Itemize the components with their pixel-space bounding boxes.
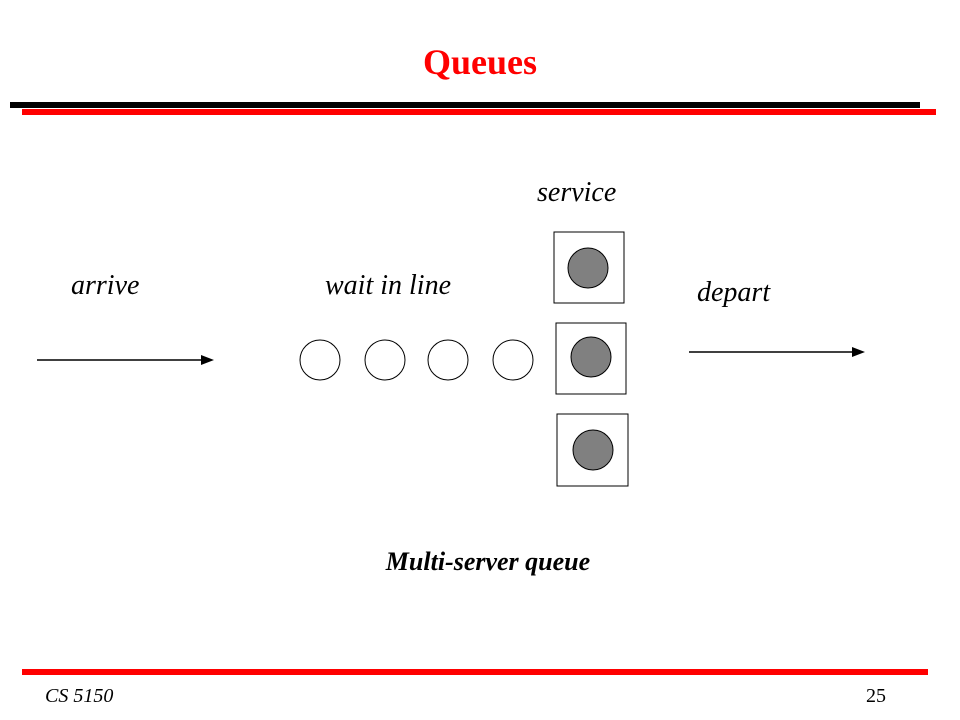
waiting-customer (427, 339, 469, 381)
servers (553, 231, 629, 487)
footer-rule (22, 669, 928, 675)
waiting-customers (299, 339, 534, 381)
waiting-customer (364, 339, 406, 381)
server (556, 413, 629, 487)
title-rule-dark (10, 102, 920, 108)
server (555, 322, 627, 395)
waiting-customer (299, 339, 341, 381)
footer-course: CS 5150 (45, 685, 114, 707)
page-number: 25 (866, 685, 886, 707)
depart-arrow (689, 347, 865, 357)
arrive-label: arrive (71, 270, 140, 301)
waiting-customer (492, 339, 534, 381)
title-rule-red (22, 109, 936, 115)
diagram-caption: Multi-server queue (385, 547, 591, 576)
slide-title: Queues (422, 42, 537, 82)
arrive-arrow (37, 355, 214, 365)
depart-label: depart (697, 277, 771, 308)
service-label: service (537, 177, 617, 208)
wait-in-line-label: wait in line (325, 270, 451, 301)
server (553, 231, 625, 304)
